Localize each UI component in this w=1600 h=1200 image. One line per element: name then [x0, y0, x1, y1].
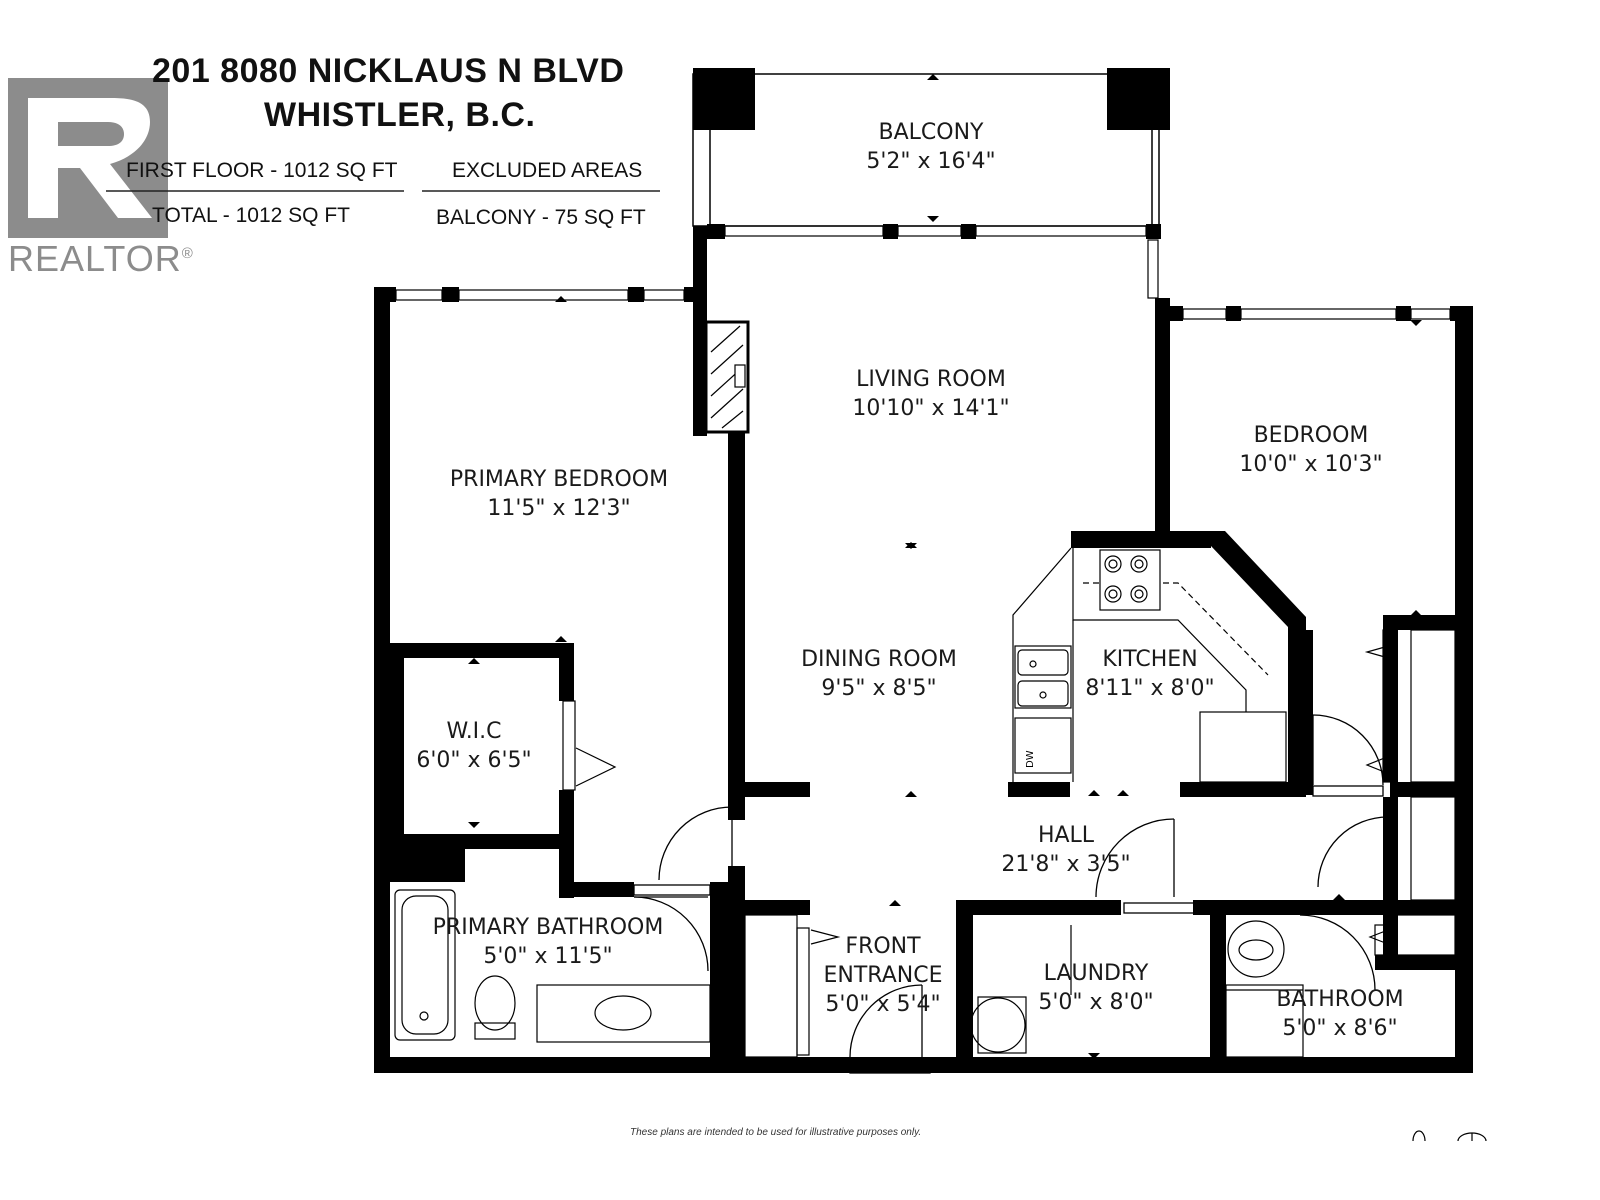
realtor-logo-text: REALTOR® [8, 238, 194, 279]
fireplace [710, 325, 746, 429]
scale-mark [1412, 1130, 1487, 1142]
doors [633, 714, 1389, 1074]
kitchen-counters [1012, 547, 1287, 783]
fixtures [394, 629, 1456, 1058]
first-floor-area: FIRST FLOOR - 1012 SQ FT [126, 159, 398, 182]
total-area: TOTAL - 1012 SQ FT [152, 204, 351, 227]
address-line-2: WHISTLER, B.C. [264, 96, 536, 134]
excluded-balcony-area: BALCONY - 75 SQ FT [436, 206, 646, 229]
dishwasher-label: DW [1025, 750, 1036, 768]
walls [374, 224, 1473, 1073]
windows [395, 225, 1451, 320]
address-line-1: 201 8080 NICKLAUS N BLVD [152, 52, 625, 90]
excluded-areas-title: EXCLUDED AREAS [452, 159, 643, 182]
balcony-area [692, 68, 1170, 227]
measure-ticks [468, 74, 1422, 1059]
disclaimer: These plans are intended to be used for … [630, 1127, 922, 1138]
realtor-logo-mark [8, 78, 168, 238]
